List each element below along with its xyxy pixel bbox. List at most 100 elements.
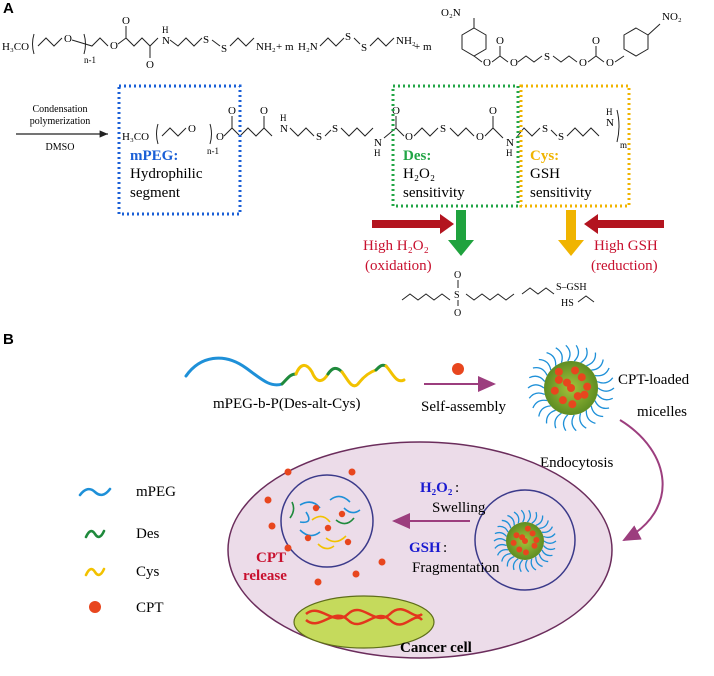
legend-item-mpeg: mPEG [78, 484, 176, 500]
internalized-micelle-icon [493, 509, 557, 573]
svg-text:S: S [203, 34, 209, 46]
cpt-dot [304, 534, 312, 542]
cpt-dot [573, 392, 582, 401]
peg-hair [562, 414, 569, 432]
polymer-fragment [325, 535, 347, 543]
swelling-label: Swelling [432, 500, 486, 516]
peg-hair [528, 375, 546, 382]
svg-text:O₂N: O₂N [441, 7, 461, 19]
svg-text:N: N [606, 117, 614, 129]
peg-hair [527, 384, 545, 389]
mpeg-segment-box: mPEG: Hydrophilic segment [117, 84, 242, 216]
cpt-dot [583, 382, 592, 391]
svg-text:O: O [110, 40, 118, 52]
svg-text:Condensation: Condensation [33, 104, 88, 115]
legend-label: Cys [136, 564, 160, 580]
endocytosis-label: Endocytosis [540, 455, 613, 471]
svg-text:N: N [506, 137, 514, 149]
svg-text:N: N [280, 123, 288, 135]
plus-sign-2: + m [414, 41, 432, 53]
svg-text:sensitivity: sensitivity [403, 185, 465, 201]
svg-text:S: S [361, 42, 367, 54]
peg-hair [501, 519, 512, 529]
cpt-dot [524, 525, 531, 532]
peg-hair [520, 509, 525, 523]
svg-text:O: O [579, 57, 587, 69]
svg-text:(reduction): (reduction) [591, 258, 658, 274]
polymer-fragment [299, 511, 310, 524]
peg-hair [535, 556, 543, 568]
svg-text:O: O [188, 123, 196, 135]
cpt-dot [531, 542, 538, 549]
svg-text:High GSH: High GSH [594, 238, 658, 254]
peg-hair [526, 509, 531, 523]
peg-hair [493, 538, 507, 542]
svg-text:n-1: n-1 [84, 55, 96, 65]
svg-text:H: H [374, 148, 381, 158]
peg-hair [538, 405, 551, 417]
released-cpt-dot [284, 544, 292, 552]
svg-text:O: O [392, 105, 400, 117]
peg-hair [541, 526, 554, 533]
peg-hair [535, 515, 544, 526]
svg-text:H₂O₂: H₂O₂ [420, 480, 453, 496]
cpt-loaded-micelle-icon [527, 344, 615, 432]
peg-hair [525, 559, 530, 573]
red-arrow-right-icon [372, 214, 454, 234]
sulfone-product: S O O [401, 270, 515, 319]
svg-text:S: S [345, 31, 351, 43]
panel-a-label: A [3, 0, 14, 17]
peg-hair [585, 410, 596, 425]
released-cpt-dot [284, 468, 292, 476]
reactant-mpeg-amine: H₃CO O n-1 O O O N H S S NH₂ [2, 15, 276, 71]
red-dot-icon [89, 601, 101, 613]
peg-hair [579, 413, 587, 429]
cpt-dot [568, 400, 577, 409]
cancer-cell-label: Cancer cell [400, 640, 472, 656]
svg-text::: : [455, 480, 459, 496]
polymer-fragment [299, 529, 321, 537]
peg-hair [531, 511, 538, 524]
svg-text:S: S [454, 290, 460, 301]
svg-text:H: H [162, 25, 169, 35]
peg-hair [539, 520, 549, 530]
peg-hair [555, 347, 563, 363]
polymer-fragment [317, 543, 335, 550]
blue-wave-icon [78, 487, 112, 497]
peg-hair [591, 359, 604, 371]
legend-label: mPEG [136, 484, 176, 500]
cpt-dot [529, 530, 536, 537]
svg-text:S: S [544, 51, 550, 63]
cpt-dot [516, 546, 523, 553]
svg-text:m: m [620, 140, 627, 150]
yellow-arrow-down-icon [558, 210, 584, 256]
product-polymer-structure: H₃CO O n-1 O O O N H S S N H O O S O O N… [122, 105, 627, 158]
svg-text:O: O [64, 33, 72, 45]
fragmentation-label: Fragmentation [412, 560, 500, 576]
endocytosis-arrow [619, 419, 664, 541]
svg-text:S: S [440, 123, 446, 135]
svg-text:GSH: GSH [409, 540, 441, 556]
cpt-dot [558, 396, 567, 405]
cpt-dot [338, 510, 346, 518]
disassembled-micelle-icon [289, 495, 361, 550]
svg-text::: : [443, 540, 447, 556]
released-cpt-dot [314, 578, 322, 586]
peg-hair [538, 553, 549, 563]
reactant-nitrophenyl-carbonate: O₂N O O O S O O O NO₂ [441, 7, 682, 69]
svg-text:S: S [558, 131, 564, 143]
cpt-dot [554, 367, 563, 376]
peg-hair [532, 367, 548, 376]
svg-text:n-1: n-1 [207, 146, 219, 156]
polymer-fragment [343, 507, 361, 514]
svg-text:H: H [280, 113, 287, 123]
svg-text:S: S [221, 43, 227, 55]
micelles-label-line2: micelles [637, 404, 687, 420]
yellow-wave-icon [84, 567, 106, 577]
peg-hair [590, 405, 604, 418]
peg-hair [497, 525, 509, 533]
peg-hair [501, 552, 511, 562]
peg-hair [513, 511, 520, 524]
reaction-conditions: Condensation polymerization DMSO [16, 104, 108, 153]
